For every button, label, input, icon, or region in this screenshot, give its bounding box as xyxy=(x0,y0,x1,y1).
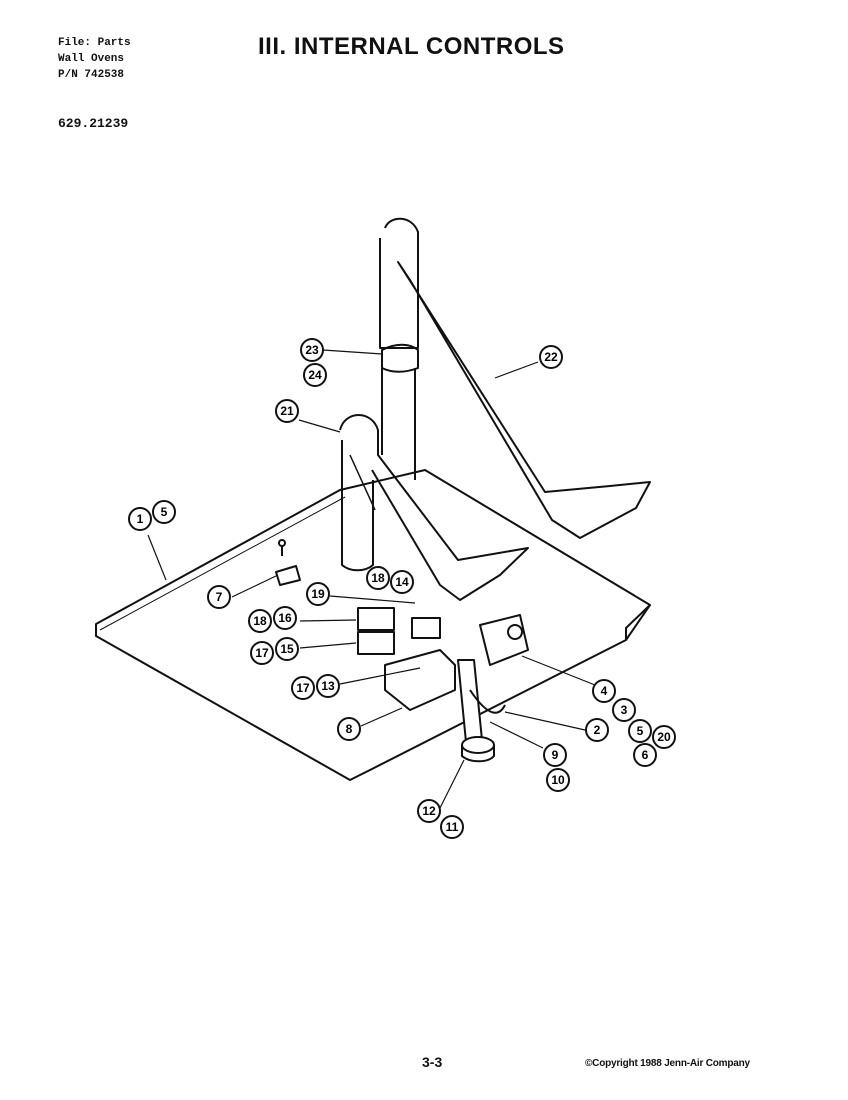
callout-layer: 1 5 7 19 18 14 18 16 17 15 17 13 8 12 11… xyxy=(128,338,676,839)
switch-7 xyxy=(275,565,301,586)
callout-4: 4 xyxy=(592,679,616,703)
svg-text:8: 8 xyxy=(346,722,353,736)
model-number: 629.21239 xyxy=(58,116,129,131)
svg-text:5: 5 xyxy=(637,724,644,738)
callout-7: 7 xyxy=(207,585,231,609)
svg-text:18: 18 xyxy=(253,614,267,628)
svg-text:5: 5 xyxy=(161,505,168,519)
callout-24: 24 xyxy=(303,363,327,387)
copyright-notice: ©Copyright 1988 Jenn-Air Company xyxy=(585,1058,750,1069)
svg-text:16: 16 xyxy=(278,611,292,625)
svg-text:17: 17 xyxy=(296,681,310,695)
callout-12: 12 xyxy=(417,799,441,823)
svg-text:9: 9 xyxy=(552,748,559,762)
knob-12 xyxy=(461,736,495,754)
svg-text:17: 17 xyxy=(255,646,269,660)
callout-23: 23 xyxy=(300,338,324,362)
file-info: File: Parts Wall Ovens P/N 742538 xyxy=(58,35,131,83)
svg-text:19: 19 xyxy=(311,587,325,601)
page-title: III. INTERNAL CONTROLS xyxy=(258,33,565,60)
callout-17: 17 xyxy=(291,676,315,700)
callout-17: 17 xyxy=(250,641,274,665)
callout-5: 5 xyxy=(628,719,652,743)
front-tube xyxy=(339,414,529,601)
thermostat-4 xyxy=(479,614,529,666)
callout-3: 3 xyxy=(612,698,636,722)
svg-text:2: 2 xyxy=(594,723,601,737)
switch-16 xyxy=(357,607,395,631)
svg-text:14: 14 xyxy=(395,575,409,589)
svg-text:3: 3 xyxy=(621,703,628,717)
svg-text:11: 11 xyxy=(446,820,459,834)
callout-19: 19 xyxy=(306,582,330,606)
callout-18: 18 xyxy=(248,609,272,633)
callout-6: 6 xyxy=(633,743,657,767)
callout-11: 11 xyxy=(440,815,464,839)
svg-text:22: 22 xyxy=(544,350,558,364)
switch-15 xyxy=(357,631,395,655)
svg-text:12: 12 xyxy=(422,804,436,818)
callout-5: 5 xyxy=(152,500,176,524)
callout-1: 1 xyxy=(128,507,152,531)
callout-8: 8 xyxy=(337,717,361,741)
callout-2: 2 xyxy=(585,718,609,742)
callout-10: 10 xyxy=(546,768,570,792)
svg-text:1: 1 xyxy=(137,512,144,526)
svg-text:23: 23 xyxy=(305,343,319,357)
rear-tube xyxy=(379,217,419,349)
svg-text:13: 13 xyxy=(321,679,335,693)
callout-20: 20 xyxy=(652,725,676,749)
callout-14: 14 xyxy=(390,570,414,594)
svg-text:7: 7 xyxy=(216,590,223,604)
diagram-drawing xyxy=(95,217,651,809)
callout-16: 16 xyxy=(273,606,297,630)
file-line-2: Wall Ovens xyxy=(58,53,125,65)
callout-13: 13 xyxy=(316,674,340,698)
switch-14 xyxy=(411,617,441,639)
file-line-3: P/N 742538 xyxy=(58,69,125,81)
callout-21: 21 xyxy=(275,399,299,423)
file-line-1: File: Parts xyxy=(58,37,131,49)
svg-text:21: 21 xyxy=(280,404,294,418)
svg-text:24: 24 xyxy=(308,368,322,382)
callout-9: 9 xyxy=(543,743,567,767)
svg-text:20: 20 xyxy=(657,730,671,744)
page-number: 3-3 xyxy=(422,1054,443,1070)
svg-text:15: 15 xyxy=(280,642,294,656)
svg-text:4: 4 xyxy=(601,684,608,698)
svg-text:10: 10 xyxy=(551,773,565,787)
svg-text:18: 18 xyxy=(371,571,385,585)
callout-22: 22 xyxy=(539,345,563,369)
capillary-2 xyxy=(469,689,506,714)
callout-18: 18 xyxy=(366,566,390,590)
svg-text:6: 6 xyxy=(642,748,649,762)
bracket-8 xyxy=(384,649,456,711)
callout-15: 15 xyxy=(275,637,299,661)
